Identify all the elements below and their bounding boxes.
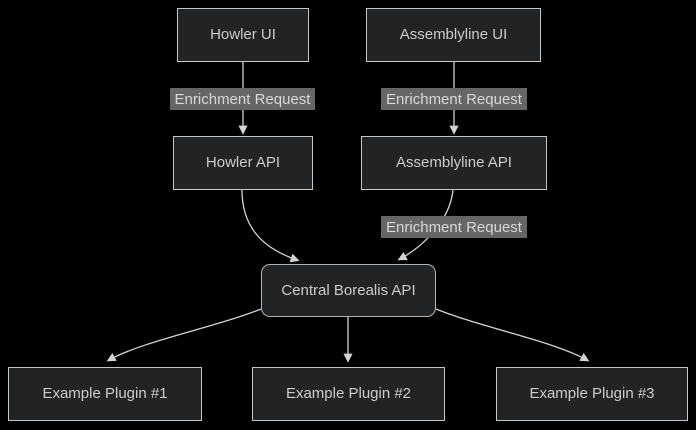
node-example-plugin-1: Example Plugin #1 [8,367,202,421]
node-howler-ui-label: Howler UI [210,26,276,43]
edge-label-enrichment-request-assemblyline-api: Enrichment Request [381,216,527,238]
node-assemblyline-api-label: Assemblyline API [396,154,512,171]
node-example-plugin-1-label: Example Plugin #1 [42,385,168,402]
edge-label-enrichment-request-assemblyline-ui: Enrichment Request [381,88,527,110]
node-howler-ui: Howler UI [177,8,309,62]
node-howler-api: Howler API [173,136,313,190]
node-assemblyline-api: Assemblyline API [361,136,547,190]
edge-central-to-plugin1 [106,308,262,362]
node-central-borealis-api: Central Borealis API [261,264,436,317]
edge-label-enrichment-request-howler: Enrichment Request [170,88,315,110]
node-central-borealis-api-label: Central Borealis API [281,281,416,299]
node-howler-api-label: Howler API [205,154,281,171]
node-example-plugin-3-label: Example Plugin #3 [529,385,655,402]
node-example-plugin-3: Example Plugin #3 [496,367,688,421]
node-example-plugin-2-label: Example Plugin #2 [285,385,412,402]
node-example-plugin-2: Example Plugin #2 [252,367,445,421]
node-assemblyline-ui-label: Assemblyline UI [399,26,508,43]
edge-howler-api-to-central [241,189,300,263]
edge-central-to-plugin3 [435,308,590,362]
node-assemblyline-ui: Assemblyline UI [366,8,541,62]
